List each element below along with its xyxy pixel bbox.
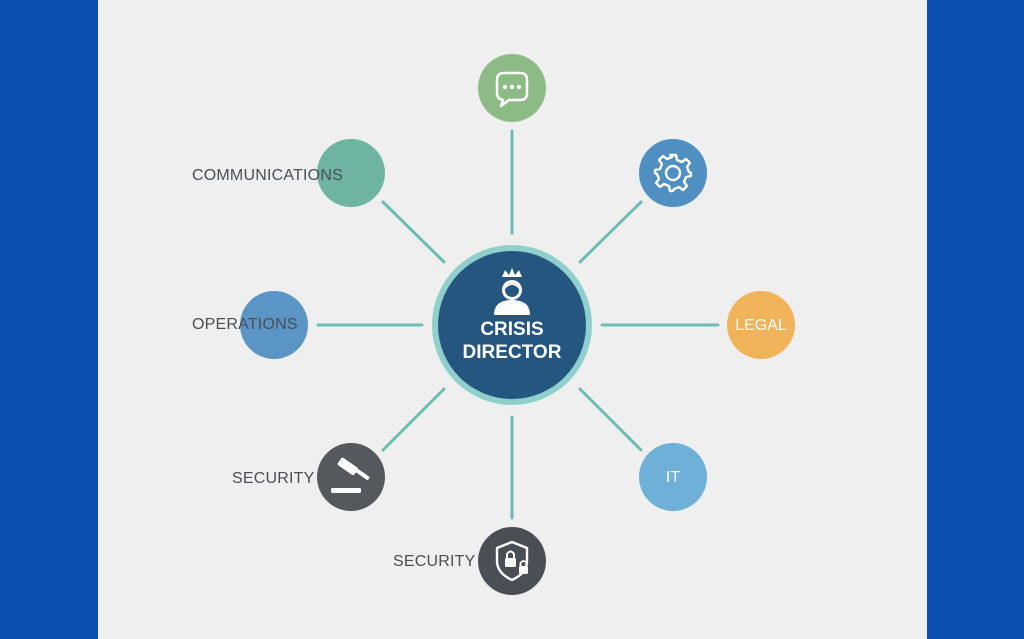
- node-communications: [317, 139, 385, 207]
- center-node: [438, 251, 586, 399]
- chat-bubble-icon: [495, 71, 529, 108]
- connector-security-gavel: [381, 387, 446, 452]
- operations-label: OPERATIONS: [192, 316, 298, 333]
- center-title-line1: CRISIS: [480, 319, 544, 340]
- security-gavel-label: SECURITY: [232, 470, 315, 487]
- security-shield-label: SECURITY: [393, 553, 476, 570]
- shield-lock-icon: [495, 540, 529, 582]
- gavel-icon: [331, 457, 370, 493]
- node-legal: [727, 291, 795, 359]
- node-it: [639, 443, 707, 511]
- center-title: CRISIS DIRECTOR: [443, 318, 581, 364]
- node-settings: [639, 139, 707, 207]
- crowned-person-icon: [494, 268, 530, 315]
- connector-communications: [381, 200, 446, 264]
- node-operations: [240, 291, 308, 359]
- legal-label: LEGAL: [735, 317, 787, 334]
- node-security-gavel: [317, 443, 385, 511]
- connector-settings: [578, 200, 643, 264]
- connector-it: [578, 387, 643, 452]
- it-label: IT: [665, 469, 681, 486]
- gear-icon: [653, 153, 693, 193]
- connector-lines: [316, 129, 720, 520]
- center-title-line2: DIRECTOR: [462, 342, 562, 363]
- communications-label: COMMUNICATIONS: [192, 167, 343, 184]
